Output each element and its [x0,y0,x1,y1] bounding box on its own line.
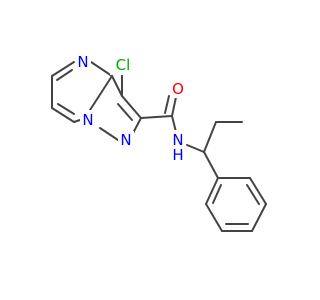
atom-n-pyrazole-text: N [120,131,131,149]
atom-n-pyrimidine-text: N [77,53,88,71]
atom-amide-h-text: H [172,146,183,164]
bond-c3-c2 [121,95,142,119]
atom-chlorine: Cl [110,55,136,75]
bond-ph-4-5 [251,203,267,232]
bond-c2-carbonyl [140,115,173,119]
atom-n-bridge: N [80,110,96,129]
bond-c6-c7-double [57,103,75,115]
atom-oxygen-text: O [172,80,184,98]
atom-n-pyrazole: N [118,131,134,149]
bond-ph-2-3 [205,203,223,232]
bonds [51,61,267,232]
bond-n8-c3a [89,75,113,111]
atom-oxygen: O [170,80,186,98]
bond-c7-n8 [73,119,81,123]
bond-ph-1-2 [205,177,219,205]
bond-c3-c2-double [117,103,133,121]
bond-ph-5-6 [249,177,267,205]
bond-ch-phenyl [203,151,219,179]
structure-canvas: N N N Cl O N H [51,53,267,232]
atom-amide-n-text: N [172,131,183,149]
bond-n-ch [186,144,205,153]
bond-ph-1-2-inner [212,184,222,204]
molecule-structure: N N N Cl O N H [51,53,267,232]
bond-carbonyl-o [171,96,177,117]
bond-c6-c7 [51,107,75,123]
bond-ch-ch2 [203,121,217,153]
atom-n-pyrimidine: N [75,53,91,71]
bond-n4-c5-double [56,69,73,81]
bond-n4-c3a [90,61,113,77]
bond-n4-c5 [51,61,75,77]
bond-ph-5-6-inner [246,184,260,205]
bond-c3a-c3 [111,75,123,97]
bond-n1-n8 [99,127,119,141]
atom-amide-nh: N H [170,130,186,164]
atom-chlorine-text: Cl [116,56,131,74]
bond-carbonyl-o-double [164,95,170,114]
atom-labels: N N N Cl O N H [75,53,186,164]
atom-n-bridge-text: N [82,111,93,129]
